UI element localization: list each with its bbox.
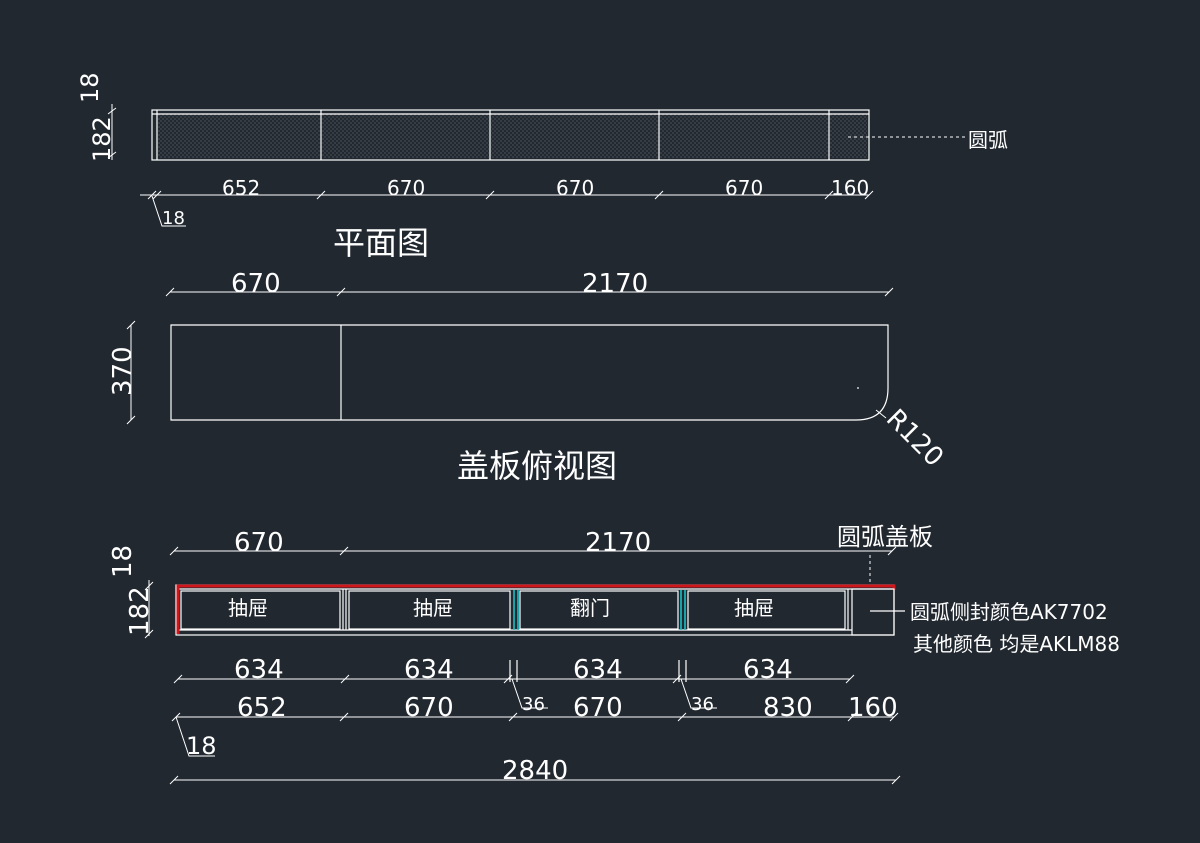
dim-tick (169, 775, 179, 785)
drawer-panel (687, 590, 846, 630)
dim-tick (887, 546, 897, 556)
plan-height-dim-182: 182 (88, 116, 116, 162)
panel-label: 抽屉 (228, 596, 268, 620)
dim-tick (165, 287, 175, 297)
plan-view-title: 平面图 (333, 224, 429, 262)
dim-tick (508, 712, 518, 722)
dim-tick (144, 629, 154, 639)
offset-dim: 18 (186, 732, 217, 760)
red-edge-banding (176, 584, 896, 634)
panel-label: 抽屉 (734, 596, 774, 620)
dim-tick (107, 151, 117, 159)
top-view: 670 2170 370 R120 盖板俯视图 (108, 269, 949, 485)
plan-panel-hatch (322, 114, 489, 158)
gap-leader (511, 678, 548, 709)
top-view-title: 盖板俯视图 (457, 447, 617, 485)
plan-seg-dim: 670 (556, 176, 594, 200)
dim-tick (884, 287, 894, 297)
dim-tick (654, 190, 664, 200)
plan-panel-hatch (830, 114, 867, 158)
panel-label: 抽屉 (413, 596, 453, 620)
panel-label: 翻门 (570, 596, 610, 620)
arc-cover-label: 圆弧盖板 (837, 523, 933, 551)
plan-height-dim-18: 18 (76, 72, 104, 103)
plan-seg-dim: 160 (831, 176, 869, 200)
panel-dim: 634 (743, 655, 793, 685)
plan-panel-hatch (660, 114, 828, 158)
dim-tick (152, 190, 162, 200)
dim-tick (126, 415, 136, 425)
front-top-dim: 670 (234, 528, 284, 558)
gap-leader (680, 678, 717, 709)
color-note-other: 其他颜色 均是AKLM88 (913, 632, 1120, 656)
front-outline (175, 584, 895, 636)
front-top-dim: 2170 (585, 528, 651, 558)
dim-tick (845, 674, 855, 684)
radius-leader (875, 409, 887, 419)
dim-tick (173, 674, 183, 684)
dim-tick (126, 320, 136, 330)
plan-view: 圆弧 18 182 652 670 670 670 160 18 平面图 (76, 72, 1008, 262)
plan-panel-hatch (491, 114, 658, 158)
plan-outline (151, 109, 870, 161)
dim-tick (891, 775, 901, 785)
dim-tick (147, 190, 157, 200)
segment-dim: 670 (404, 693, 454, 723)
panel-dim: 634 (404, 655, 454, 685)
plan-seg-dim: 670 (725, 176, 763, 200)
segment-dim: 670 (573, 693, 623, 723)
gap-dim: 36 (691, 694, 714, 715)
drawer-panel (348, 590, 511, 630)
dim-tick (864, 190, 874, 200)
arc-side-cover (851, 588, 895, 636)
segment-dim: 830 (763, 693, 813, 723)
top-width-dim: 670 (231, 269, 281, 299)
dim-tick (339, 546, 349, 556)
drawer-panel (180, 590, 341, 630)
dim-tick (339, 712, 349, 722)
dim-tick (144, 581, 154, 591)
segment-dim: 652 (237, 693, 287, 723)
dim-tick (336, 287, 346, 297)
flap-door-panel (519, 590, 679, 630)
top-height-dim: 370 (108, 346, 138, 396)
plan-seg-dim: 670 (387, 176, 425, 200)
plan-arc-label: 圆弧 (968, 128, 1008, 152)
gap-dim: 36 (522, 694, 545, 715)
offset-leader (175, 716, 215, 757)
arc-center-mark (857, 387, 859, 389)
dim-tick (107, 107, 117, 115)
dim-tick (169, 546, 179, 556)
front-view: 670 2170 圆弧盖板 18 182 抽屉 抽屉 翻门 (108, 523, 1120, 786)
panel-dim: 634 (573, 655, 623, 685)
dim-tick (824, 190, 834, 200)
panel-dim: 634 (234, 655, 284, 685)
front-height-dim-182: 182 (125, 586, 155, 636)
plan-seg-dim: 652 (222, 176, 260, 200)
plan-panel-hatch (158, 114, 320, 158)
dim-tick (485, 190, 495, 200)
plan-offset-dim: 18 (162, 208, 185, 229)
top-view-outline (170, 324, 889, 421)
plan-offset-leader (151, 195, 186, 227)
total-dim: 2840 (502, 756, 568, 786)
front-height-dim-18: 18 (108, 545, 138, 578)
dim-tick (672, 674, 682, 684)
dim-tick (677, 712, 687, 722)
dim-tick (503, 674, 513, 684)
segment-dim: 160 (848, 693, 898, 723)
dim-tick (340, 674, 350, 684)
color-note-arc: 圆弧侧封颜色AK7702 (910, 600, 1108, 624)
top-width-dim: 2170 (582, 269, 648, 299)
dim-tick (847, 712, 857, 722)
radius-label: R120 (880, 404, 949, 473)
dim-tick (889, 712, 899, 722)
dim-tick (316, 190, 326, 200)
